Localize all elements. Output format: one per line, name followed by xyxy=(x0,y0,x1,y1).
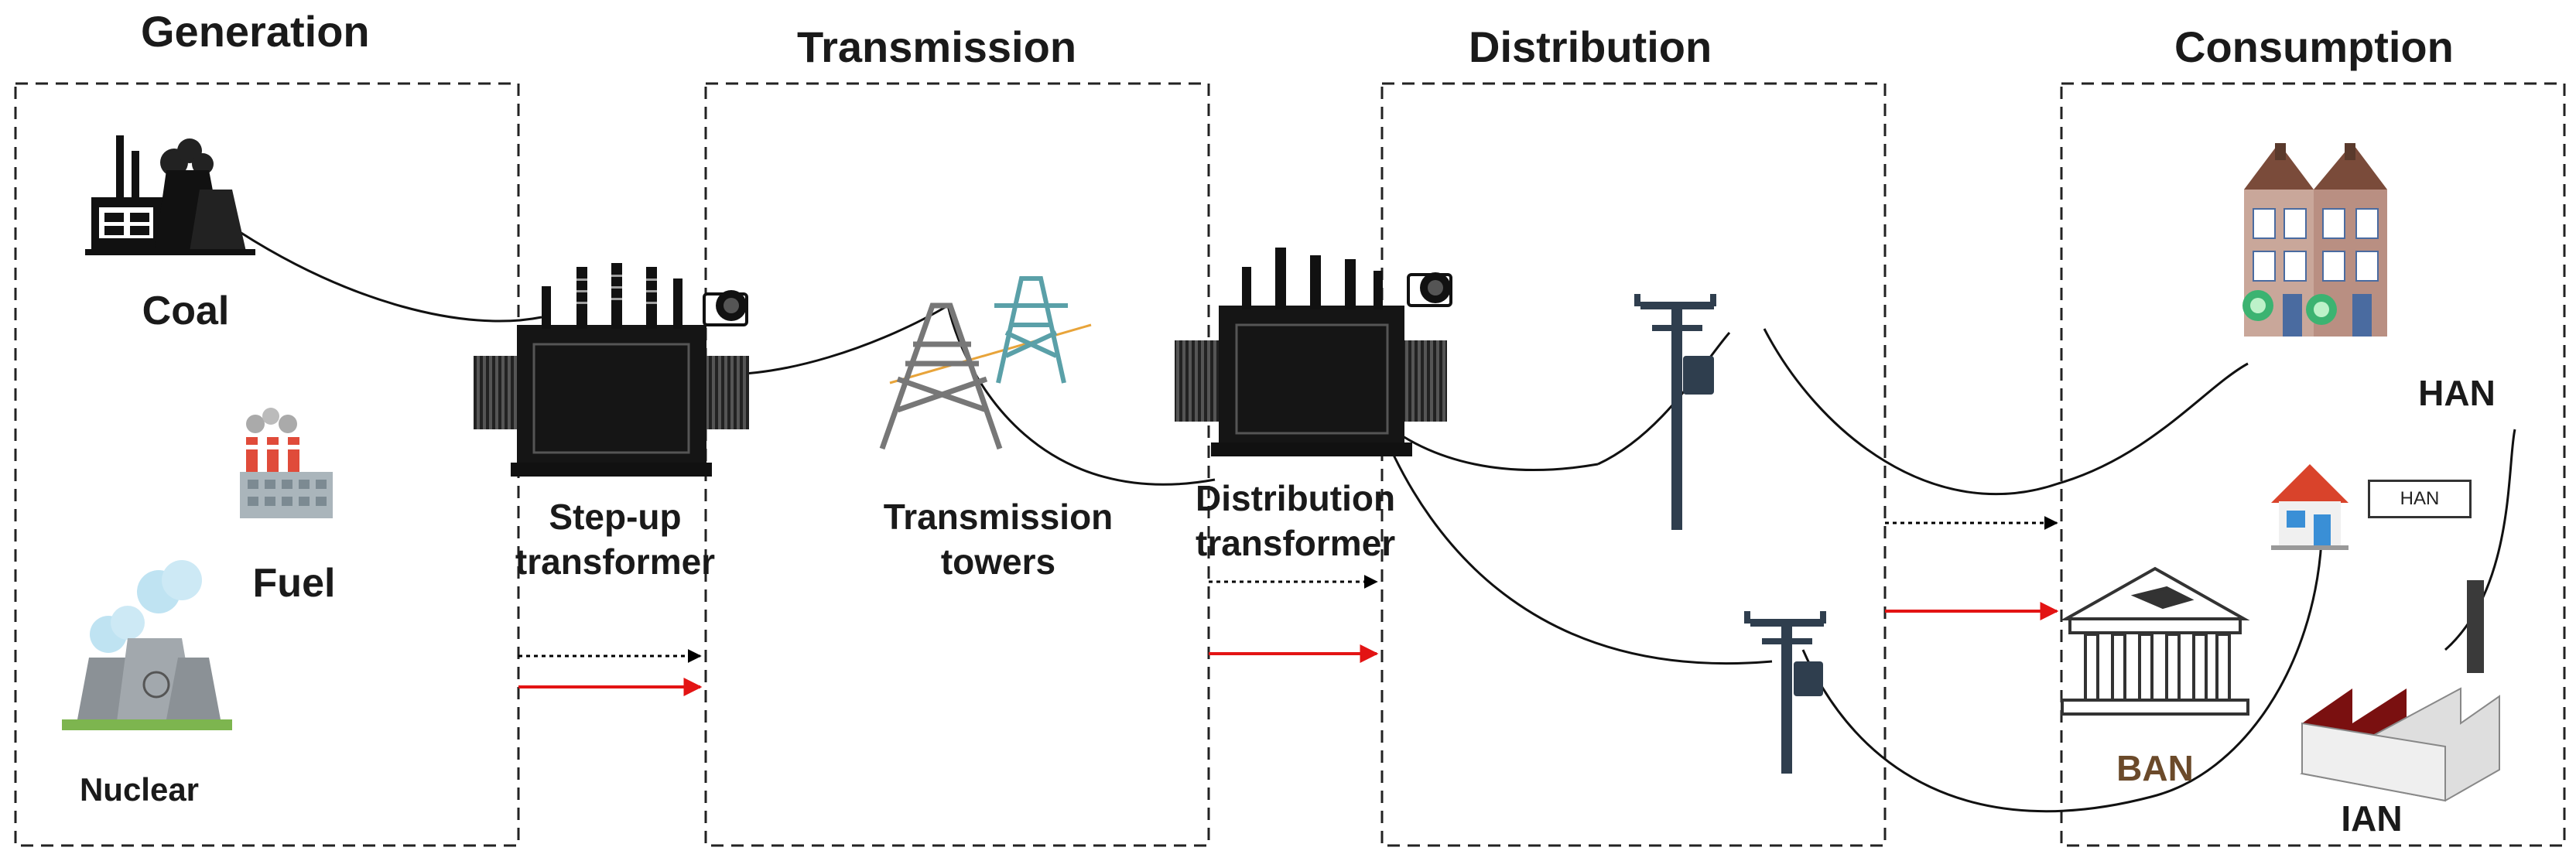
step-up-transformer-icon xyxy=(474,263,749,477)
section-title-transmission: Transmission xyxy=(797,22,1077,71)
distribution-transformer-icon xyxy=(1175,248,1452,456)
transmission-towers-icon xyxy=(879,276,1092,450)
flow-arrows xyxy=(518,516,2059,696)
nuclear-plant-icon xyxy=(62,560,232,730)
transmission-towers-label: Transmission towers xyxy=(867,495,1130,584)
han-tag: HAN xyxy=(2368,480,2472,518)
consumption-box xyxy=(2060,82,2566,847)
coal-power-plant-icon xyxy=(85,135,255,255)
han-label: HAN xyxy=(2418,373,2496,413)
utility-pole-icon xyxy=(1744,611,1826,774)
dist-label-line1: Distribution xyxy=(1196,478,1396,518)
factory-icon xyxy=(2300,580,2500,802)
step-up-transformer-label: Step-up transformer xyxy=(495,495,735,584)
step-up-label-line1: Step-up xyxy=(549,497,682,537)
ban-label: BAN xyxy=(2116,748,2194,788)
nuclear-label: Nuclear xyxy=(79,771,200,808)
fuel-label: Fuel xyxy=(252,561,336,606)
bank-building-icon xyxy=(2060,566,2250,716)
utility-pole-icon xyxy=(1634,294,1716,530)
towers-label-line1: Transmission xyxy=(883,497,1114,537)
section-title-distribution: Distribution xyxy=(1469,22,1712,71)
coal-label: Coal xyxy=(142,289,230,333)
section-boxes xyxy=(14,82,2566,847)
step-up-label-line2: transformer xyxy=(515,541,716,582)
distribution-transformer-label: Distribution transformer xyxy=(1196,477,1451,565)
house-icon xyxy=(2271,464,2349,550)
ian-label: IAN xyxy=(2341,798,2403,839)
section-title-consumption: Consumption xyxy=(2174,22,2454,71)
generation-box xyxy=(14,82,520,847)
transmission-box xyxy=(704,82,1210,847)
dist-label-line2: transformer xyxy=(1196,522,1396,563)
fuel-power-plant-icon xyxy=(240,408,333,518)
towers-label-line2: towers xyxy=(940,541,1056,582)
distribution-box xyxy=(1380,82,1887,847)
townhouses-icon xyxy=(2242,143,2387,337)
section-title-generation: Generation xyxy=(141,7,370,56)
